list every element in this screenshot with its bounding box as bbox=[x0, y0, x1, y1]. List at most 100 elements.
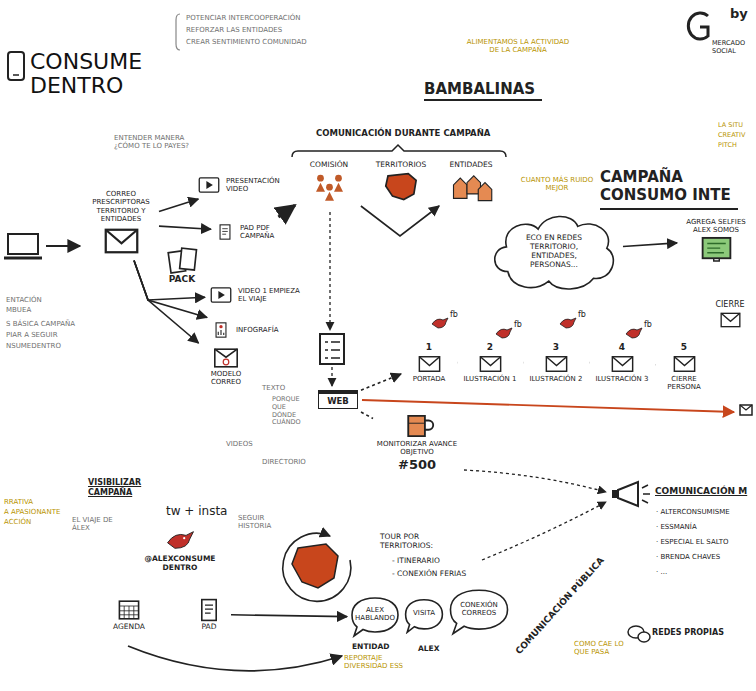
play-icon bbox=[196, 174, 222, 196]
web-box: WEB bbox=[318, 390, 358, 409]
episode-node: 5CIERRE PERSONA bbox=[658, 342, 710, 392]
connector bbox=[623, 243, 677, 247]
group-node: TERRITORIOS bbox=[366, 160, 436, 203]
connector bbox=[134, 261, 199, 343]
episode-node: 4ILUSTRACIÓN 3 bbox=[592, 342, 652, 383]
cloud-node: ECO EN REDES TERRITORIO, ENTIDADES, PERS… bbox=[488, 210, 620, 292]
annotation: BAMBALINAS bbox=[424, 80, 535, 98]
mail-icon bbox=[740, 405, 752, 415]
people-icon bbox=[326, 184, 333, 191]
pdf-node: PAD PDF CAMPAÑA bbox=[214, 220, 300, 244]
people-icon bbox=[316, 183, 325, 192]
share-bird bbox=[626, 328, 642, 338]
annotation: · BRENDA CHAVES bbox=[656, 553, 720, 561]
annotation: S BÁSICA CAMPAÑA bbox=[6, 320, 75, 328]
env-icon bbox=[674, 357, 694, 372]
annotation: ENTACIÓN bbox=[6, 296, 42, 304]
checklist-icon bbox=[320, 334, 344, 364]
node-text: VIDEO 1 EMPIEZA EL VIAJE bbox=[238, 287, 300, 304]
node-text: VISITA bbox=[413, 609, 435, 617]
annotation: A APASIONANTE bbox=[4, 508, 60, 516]
megaphone-icon bbox=[618, 482, 638, 506]
env-icon bbox=[480, 357, 500, 372]
annotation: MERCADO SOCIAL bbox=[712, 40, 754, 56]
screen-icon bbox=[713, 258, 719, 261]
doc-icon bbox=[202, 600, 216, 621]
episode-node: 3ILUSTRACIÓN 2 bbox=[526, 342, 586, 383]
pad-node: PAD bbox=[190, 598, 228, 631]
node-text: CIERRE PERSONA bbox=[658, 375, 710, 392]
dashed-arrow bbox=[464, 470, 606, 492]
node-text: ILUSTRACIÓN 1 bbox=[463, 375, 516, 383]
node-text: PAD PDF CAMPAÑA bbox=[240, 224, 300, 241]
checklist-icon bbox=[320, 334, 344, 364]
env-icon bbox=[419, 357, 439, 372]
envat-icon bbox=[215, 349, 237, 367]
dashed-arrow bbox=[482, 502, 606, 560]
env-icon bbox=[717, 310, 744, 330]
speech-bubble: ALEX HABLANDO bbox=[350, 596, 400, 638]
node-text: @ALEXCONSUME DENTRO bbox=[128, 554, 232, 572]
annotation: PITCH bbox=[718, 142, 737, 150]
phone-icon bbox=[13, 74, 19, 76]
cloud-outline bbox=[495, 216, 614, 288]
connector bbox=[159, 226, 211, 229]
play-icon bbox=[199, 178, 219, 192]
bracket bbox=[292, 145, 506, 157]
node-text: 5 bbox=[681, 342, 687, 353]
cup-icon bbox=[408, 416, 425, 436]
annotation: fb bbox=[578, 310, 586, 320]
bird-icon bbox=[167, 532, 193, 549]
node-text: 1 bbox=[426, 342, 432, 353]
env-icon bbox=[612, 357, 632, 366]
mail-icon bbox=[740, 405, 752, 415]
people-icon bbox=[334, 183, 343, 192]
node-text: ALEX HABLANDO bbox=[355, 606, 395, 623]
annotation: POTENCIAR INTERCOOPERACIÓN bbox=[186, 14, 301, 22]
annotation: NSUMEDENTRO bbox=[6, 342, 61, 350]
chat-icon bbox=[638, 632, 650, 642]
annotation: DIRECTORIO bbox=[262, 458, 306, 466]
node-text: TERRITORIOS bbox=[376, 160, 427, 169]
info-icon bbox=[216, 323, 226, 337]
selfie-node: AGREGA SELFIES ALEX SOMOS bbox=[680, 218, 752, 263]
node-text: PORTADA bbox=[413, 375, 446, 383]
megaphone-icon bbox=[612, 482, 650, 506]
bubble-outline bbox=[352, 598, 398, 636]
docs-icon bbox=[179, 248, 196, 270]
cup-icon bbox=[408, 423, 425, 424]
bracket bbox=[176, 14, 180, 50]
laptop-icon bbox=[4, 257, 42, 260]
node-text: PRESENTACIÓN VIDEO bbox=[226, 177, 288, 194]
doc-icon bbox=[205, 605, 213, 613]
video-node: VIDEO 1 EMPIEZA EL VIAJE bbox=[208, 284, 300, 306]
annotation: ENTENDER MANERA ¿CÓMO TE LO PAYES? bbox=[114, 134, 202, 151]
closing-node: CIERRE bbox=[708, 300, 752, 330]
env-icon bbox=[670, 353, 699, 375]
cal-icon bbox=[119, 601, 138, 619]
video-node: PRESENTACIÓN VIDEO bbox=[196, 174, 288, 196]
screen-icon bbox=[707, 243, 726, 252]
env-icon bbox=[99, 224, 144, 258]
bird-icon bbox=[162, 526, 199, 554]
annotation: - CONEXIÓN FERIAS bbox=[392, 569, 466, 578]
info-icon bbox=[218, 330, 224, 335]
map-icon bbox=[385, 174, 415, 200]
docs-icon bbox=[164, 246, 201, 274]
env-icon bbox=[542, 353, 571, 375]
node-text: 3 bbox=[553, 342, 559, 353]
annotation: fb bbox=[644, 320, 652, 330]
speech-bubble: CONEXIÓN CORREOS bbox=[448, 588, 510, 636]
group-node: COMISIÓN bbox=[298, 160, 360, 203]
env-icon bbox=[419, 357, 439, 366]
annotation: · ESSMANÍA bbox=[656, 523, 697, 531]
goal-node: MONITORIZAR AVANCE OBJETIVO#500 bbox=[376, 412, 458, 472]
houses-icon bbox=[453, 178, 467, 198]
screen-icon bbox=[702, 238, 730, 258]
logo-mark bbox=[688, 13, 708, 39]
bubble-outline bbox=[450, 590, 507, 633]
play-icon bbox=[206, 181, 213, 189]
node-text: ILUSTRACIÓN 2 bbox=[529, 375, 582, 383]
annotation: fb bbox=[450, 310, 458, 320]
